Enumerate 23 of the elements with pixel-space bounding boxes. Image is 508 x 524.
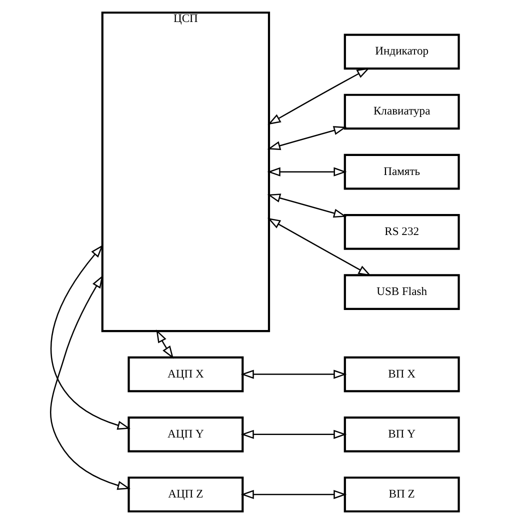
arrow [266,126,346,150]
node-box: АЦП Z [127,476,244,512]
node-box: ЦСП [100,12,270,332]
node-box: Индикатор [343,34,460,70]
node-box: RS 232 [343,214,460,250]
node-box: USB Flash [343,274,460,310]
node-box: ВП Y [343,416,460,452]
arrow [267,68,370,125]
arrow [50,275,130,490]
arrow [240,430,346,439]
node-box: Клавиатура [343,94,460,130]
node-box: Память [343,154,460,190]
node-box: ВП X [343,356,460,392]
arrow [240,370,346,379]
node-box: ВП Z [343,476,460,512]
node-box: АЦП Y [127,416,244,452]
arrow [266,218,371,276]
arrow [266,167,346,176]
arrow [240,490,346,500]
node-box: АЦП X [127,356,244,392]
arrow [266,194,346,218]
arrow [156,330,174,359]
arrow [50,244,130,430]
